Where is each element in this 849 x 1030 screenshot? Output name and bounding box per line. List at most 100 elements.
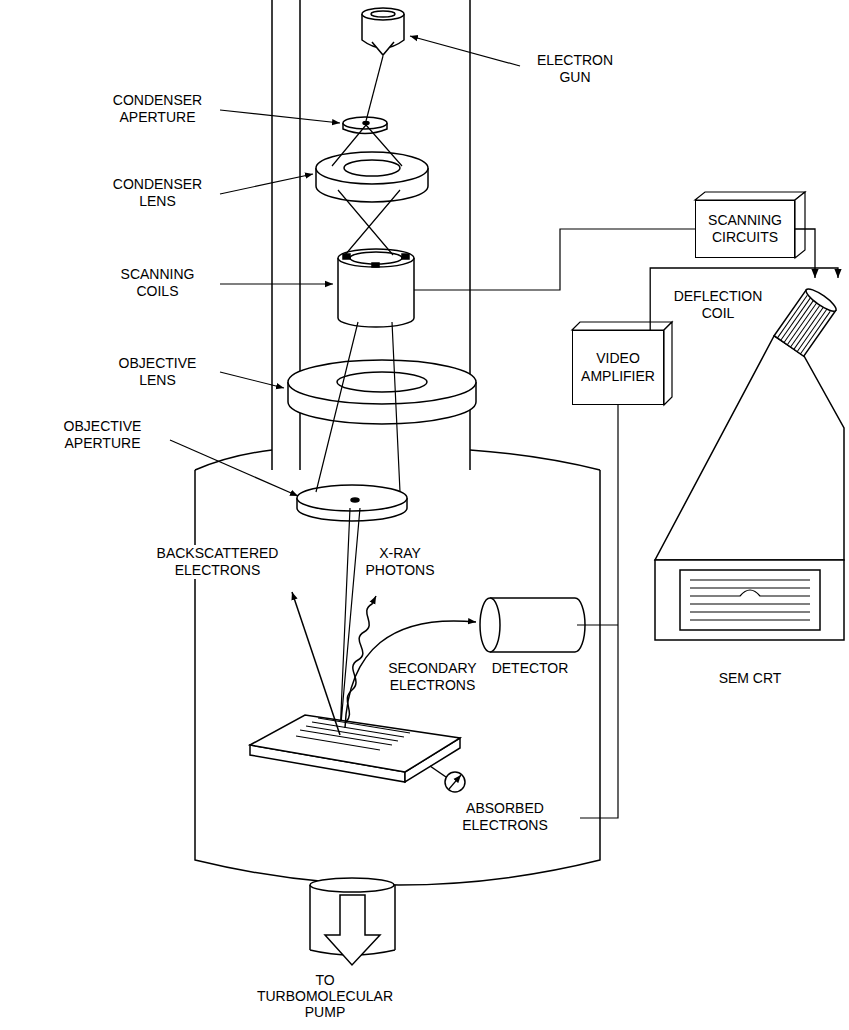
scan-line bbox=[690, 611, 810, 612]
scan-line bbox=[690, 590, 810, 596]
scanning-coils bbox=[338, 249, 414, 267]
pump-pipe bbox=[310, 878, 394, 892]
signal-wires bbox=[414, 229, 695, 818]
part-label: DETECTOR bbox=[490, 660, 570, 677]
objective-lens bbox=[288, 360, 476, 404]
leader-lines bbox=[410, 36, 520, 66]
signal-wires bbox=[580, 405, 618, 818]
crt-face bbox=[655, 560, 844, 640]
pump-pipe bbox=[310, 878, 395, 965]
scanning-coils bbox=[372, 263, 379, 267]
leader-lines bbox=[220, 372, 284, 388]
coil-winding bbox=[791, 304, 821, 347]
crt-display: SEM CRT bbox=[655, 278, 845, 698]
box-label: VIDEO AMPLIFIER bbox=[577, 350, 659, 385]
electron-beam bbox=[316, 322, 400, 492]
specimen-stage bbox=[250, 715, 460, 772]
leader-lines bbox=[170, 440, 298, 496]
box-label: SCANNING CIRCUITS bbox=[700, 212, 790, 247]
condenser-aperture bbox=[343, 117, 387, 129]
objective-lens bbox=[337, 372, 427, 392]
deflection-coil bbox=[774, 286, 838, 357]
coil-winding bbox=[784, 300, 814, 343]
box-depth bbox=[695, 192, 805, 200]
current-meter bbox=[430, 766, 465, 792]
electron-beam bbox=[366, 56, 383, 121]
box-depth bbox=[795, 192, 805, 258]
part-label: CONDENSER LENS bbox=[100, 176, 215, 210]
part-label: CONDENSER APERTURE bbox=[100, 92, 215, 126]
scan-line bbox=[690, 619, 810, 620]
objective-aperture bbox=[297, 485, 407, 521]
condenser-lens bbox=[316, 152, 428, 184]
objective-aperture bbox=[351, 498, 359, 502]
signal-arrows bbox=[292, 592, 340, 735]
electron-gun bbox=[362, 8, 404, 55]
crt-screen bbox=[680, 570, 820, 630]
scan-line bbox=[690, 603, 810, 604]
condenser-lens bbox=[316, 152, 428, 202]
signal-wires bbox=[577, 624, 618, 625]
electron-beam bbox=[316, 56, 402, 735]
signal-connector bbox=[795, 229, 815, 278]
part-label: SCANNING COILS bbox=[100, 266, 215, 300]
crt-outline bbox=[655, 278, 845, 698]
leader-lines bbox=[220, 174, 313, 194]
electron-beam bbox=[338, 190, 400, 255]
current-meter bbox=[445, 772, 465, 792]
part-label: BACKSCATTERED ELECTRONS bbox=[150, 545, 285, 579]
pump-pipe bbox=[325, 895, 380, 965]
electron-gun bbox=[371, 11, 395, 17]
part-label: TO TURBOMOLECULAR PUMP bbox=[250, 972, 400, 1020]
specimen-stage bbox=[250, 715, 460, 782]
box-depth bbox=[664, 322, 672, 405]
signal-wires bbox=[414, 229, 695, 290]
leader-lines bbox=[220, 283, 333, 284]
leader-lines bbox=[220, 110, 340, 123]
scan-lines bbox=[690, 580, 810, 620]
electron-beam bbox=[332, 125, 402, 166]
coil-winding bbox=[787, 302, 817, 345]
crt-outline bbox=[655, 286, 844, 640]
scanning-coils bbox=[350, 252, 402, 264]
part-label: OBJECTIVE APERTURE bbox=[40, 418, 165, 452]
electron-gun bbox=[372, 42, 394, 55]
coil-winding bbox=[781, 298, 811, 341]
coil-winding bbox=[777, 295, 807, 338]
coil-end bbox=[803, 286, 838, 315]
part-label: DEFLECTION COIL bbox=[668, 288, 768, 322]
objective-lens bbox=[288, 360, 476, 424]
process-box: SCANNING CIRCUITS bbox=[695, 200, 795, 258]
specimen-chamber bbox=[195, 470, 600, 885]
display-label: SEM CRT bbox=[655, 670, 845, 687]
scan-line bbox=[690, 579, 810, 580]
scanning-coils bbox=[338, 249, 414, 327]
part-label: ELECTRON GUN bbox=[525, 52, 625, 86]
scan-line bbox=[690, 587, 810, 588]
scanning-coils bbox=[343, 254, 350, 259]
secondary-detector bbox=[480, 598, 500, 652]
box-depth bbox=[572, 322, 672, 330]
coil-winding bbox=[794, 307, 824, 350]
condenser-aperture bbox=[343, 117, 387, 134]
current-meter bbox=[449, 775, 461, 789]
part-label: ABSORBED ELECTRONS bbox=[440, 800, 570, 834]
condenser-aperture bbox=[363, 122, 369, 125]
coil-winding bbox=[797, 309, 827, 352]
specimen-stage bbox=[296, 718, 410, 750]
condenser-lens bbox=[344, 160, 400, 176]
part-label: X-RAY PHOTONS bbox=[360, 545, 440, 579]
crt-funnel bbox=[655, 336, 844, 560]
current-meter bbox=[430, 766, 446, 777]
part-label: SECONDARY ELECTRONS bbox=[385, 660, 480, 694]
leader-lines bbox=[170, 36, 520, 496]
secondary-detector bbox=[480, 598, 585, 652]
scanning-coils bbox=[402, 254, 409, 259]
specimen-chamber bbox=[195, 450, 600, 470]
electron-gun bbox=[362, 8, 404, 20]
electron-beam bbox=[340, 508, 360, 735]
part-label: OBJECTIVE LENS bbox=[100, 355, 215, 389]
specimen-chamber bbox=[195, 450, 600, 885]
signal-arrows bbox=[346, 596, 376, 722]
